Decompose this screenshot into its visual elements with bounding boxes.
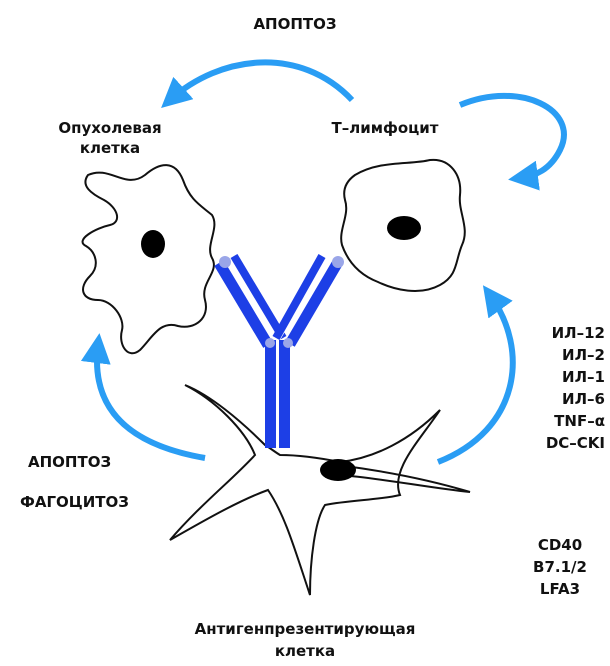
apoptosis-label-top: АПОПТОЗ [235, 14, 355, 34]
antigen-presenting-cell [170, 385, 440, 595]
cytokine-il2: ИЛ–2 [500, 344, 605, 366]
apoptosis-arrow-left [97, 345, 205, 458]
cytokine-il12: ИЛ–12 [500, 322, 605, 344]
apc-nucleus [320, 459, 356, 481]
molecule-cd40: CD40 [520, 534, 600, 556]
molecule-b7: B7.1/2 [520, 556, 600, 578]
self-activation-arrow [460, 96, 564, 178]
apc-label-line2: клетка [150, 640, 460, 662]
apc-label: Антигенпрезентирующая клетка [150, 618, 460, 662]
phagocytosis-label: ФАГОЦИТОЗ [20, 492, 180, 512]
tumor-cell [83, 165, 215, 353]
cytokine-dc-cki: DC–CKI [500, 432, 605, 454]
tumor-cell-label: Опухолевая клетка [50, 118, 170, 158]
cytokine-il6: ИЛ–6 [500, 388, 605, 410]
apc-label-line1: Антигенпрезентирующая [150, 618, 460, 640]
cytokine-tnf: TNF–α [500, 410, 605, 432]
tumor-cell-nucleus [141, 230, 165, 258]
cytokine-il1: ИЛ–1 [500, 366, 605, 388]
cytokine-list: ИЛ–12 ИЛ–2 ИЛ–1 ИЛ–6 TNF–α DC–CKI [500, 322, 605, 454]
surface-molecule-list: CD40 B7.1/2 LFA3 [520, 534, 600, 600]
tumor-cell-label-line2: клетка [50, 138, 170, 158]
molecule-lfa3: LFA3 [520, 578, 600, 600]
apoptosis-label-bottom: АПОПТОЗ [28, 452, 168, 472]
tumor-cell-label-line1: Опухолевая [50, 118, 170, 138]
t-lymphocyte-nucleus [387, 216, 421, 240]
apoptosis-arrow-top [170, 62, 352, 100]
t-lymphocyte-label: Т–лимфоцит [310, 118, 460, 138]
